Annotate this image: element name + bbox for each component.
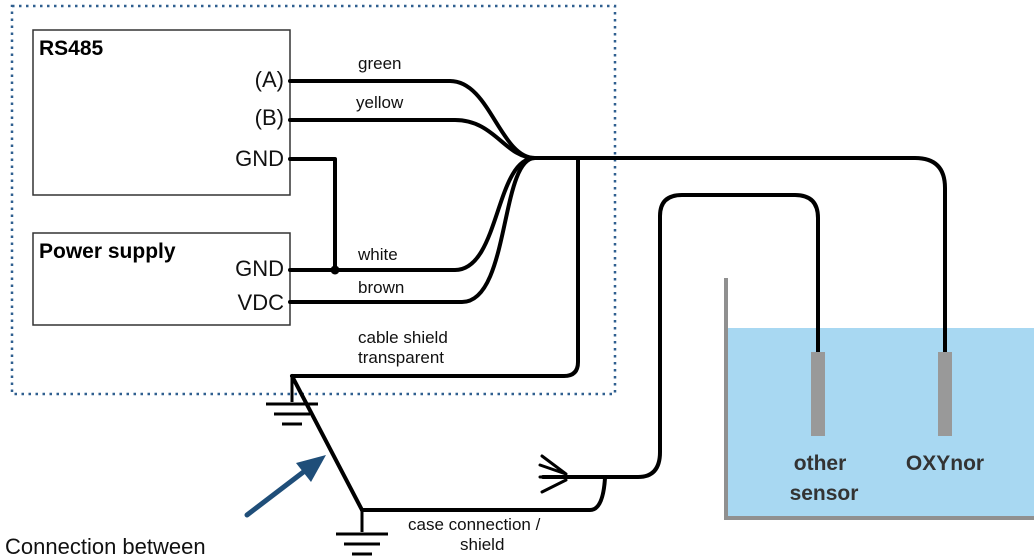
rs485-box — [32, 29, 291, 196]
label-brown: brown — [358, 278, 404, 297]
label-case-connection: case connection / — [408, 515, 541, 534]
power-pin-gnd: GND — [235, 256, 284, 281]
label-sensor: sensor — [790, 482, 859, 505]
connection-arrow — [244, 455, 326, 518]
tank-wall — [724, 278, 1034, 520]
frayed-strands — [538, 454, 568, 494]
label-cable-shield: cable shield — [358, 328, 448, 347]
connection-note: Connection between — [5, 534, 206, 558]
controller-enclosure — [10, 4, 617, 396]
wire-case-diagonal — [290, 374, 364, 512]
gnd-junction-dot — [330, 265, 340, 275]
ground-symbol-top — [266, 376, 318, 426]
power-supply-box — [32, 232, 291, 326]
label-transparent: transparent — [358, 348, 444, 367]
wire-gnd-bridge — [288, 157, 337, 272]
label-case-shield: shield — [460, 535, 504, 554]
power-supply-title: Power supply — [39, 240, 176, 263]
wire-cable-shield — [290, 158, 580, 378]
label-yellow: yellow — [356, 93, 404, 112]
label-oxynor: OXYnor — [906, 452, 984, 475]
oxynor-probe — [938, 352, 952, 436]
label-white: white — [357, 245, 398, 264]
wire-brown — [288, 156, 537, 304]
rs485-pin-gnd: GND — [235, 146, 284, 171]
cable-oxynor — [533, 156, 947, 357]
wires — [288, 79, 947, 512]
power-pin-vdc: VDC — [238, 290, 285, 315]
wire-yellow — [288, 118, 537, 160]
wire-case-connection — [360, 476, 607, 512]
rs485-pin-b: (B) — [255, 105, 284, 130]
ground-symbol-bottom — [336, 510, 388, 556]
water — [728, 328, 1034, 516]
rs485-title: RS485 — [39, 37, 104, 60]
rs485-pin-a: (A) — [255, 67, 284, 92]
wire-white — [288, 156, 537, 272]
other-sensor-probe — [811, 352, 825, 436]
label-green: green — [358, 54, 401, 73]
label-other: other — [794, 452, 847, 475]
cable-other-sensor — [541, 193, 820, 479]
